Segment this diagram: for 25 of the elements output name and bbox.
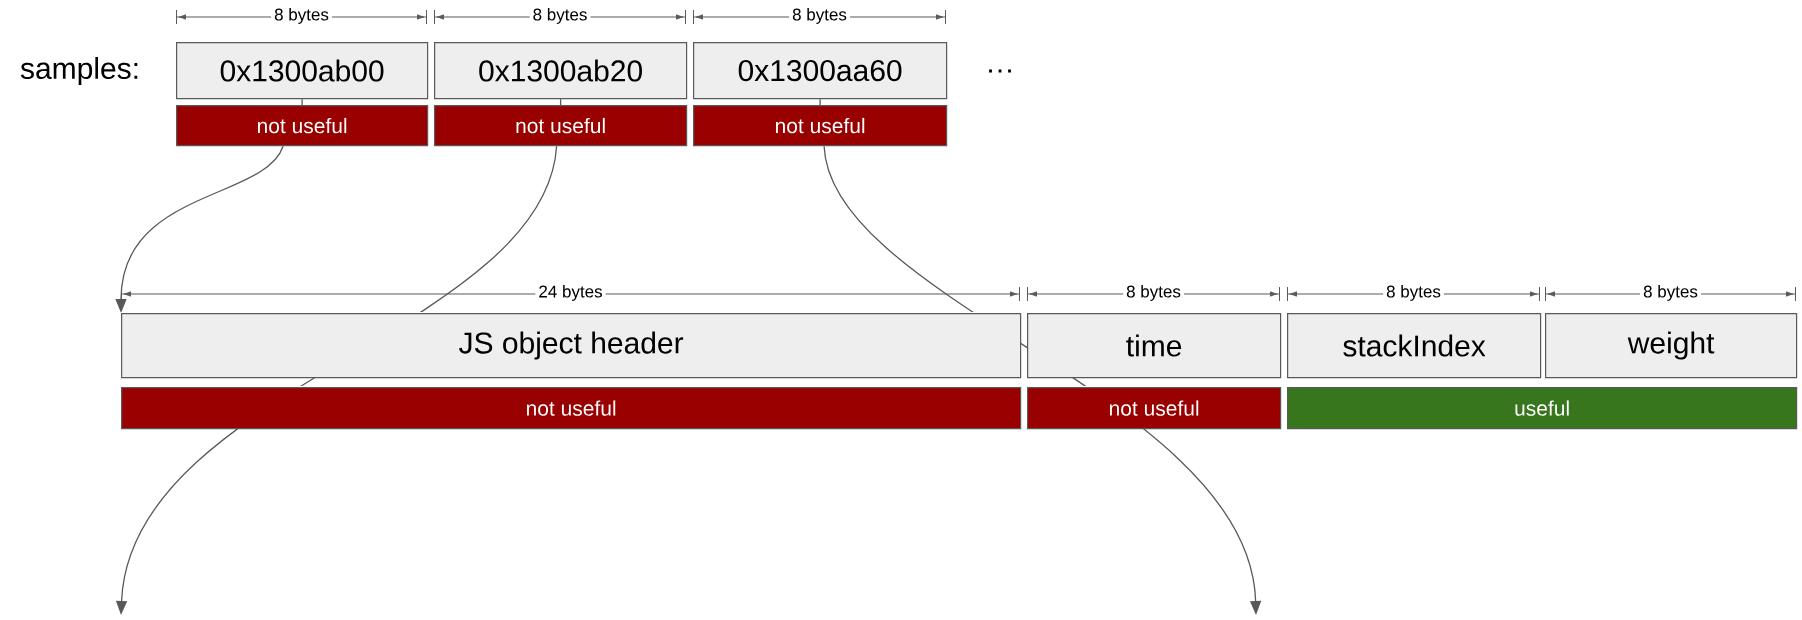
row-label: samples: [20,57,138,85]
dimension-label: 24 bytes [535,282,606,304]
status-bar: not useful [121,387,1022,430]
row-label: … [989,69,1011,73]
dimension-label: 8 bytes [529,5,591,27]
status-bar: not useful [434,105,688,147]
dimension-label: 8 bytes [1640,282,1701,304]
memory-cell: JS object header [121,313,1022,379]
connector-line [559,98,562,106]
memory-cell: 0x1300ab20 [434,42,688,100]
status-bar: not useful [1027,387,1282,430]
memory-cell: 0x1300ab00 [176,42,429,100]
memory-cell: time [1027,313,1282,379]
memory-cell: 0x1300aa60 [693,42,948,100]
memory-cell: weight [1545,313,1798,379]
dimension-label: 8 bytes [271,5,332,27]
connector-line [819,98,821,106]
status-bar: useful [1287,387,1798,430]
dimension-label: 8 bytes [1383,282,1444,304]
status-bar: not useful [176,105,429,147]
dimension-label: 8 bytes [789,5,850,27]
memory-cell: stackIndex [1287,313,1542,379]
dimension-label: 8 bytes [1123,282,1184,304]
connector-line [301,98,303,106]
status-bar: not useful [693,105,948,147]
